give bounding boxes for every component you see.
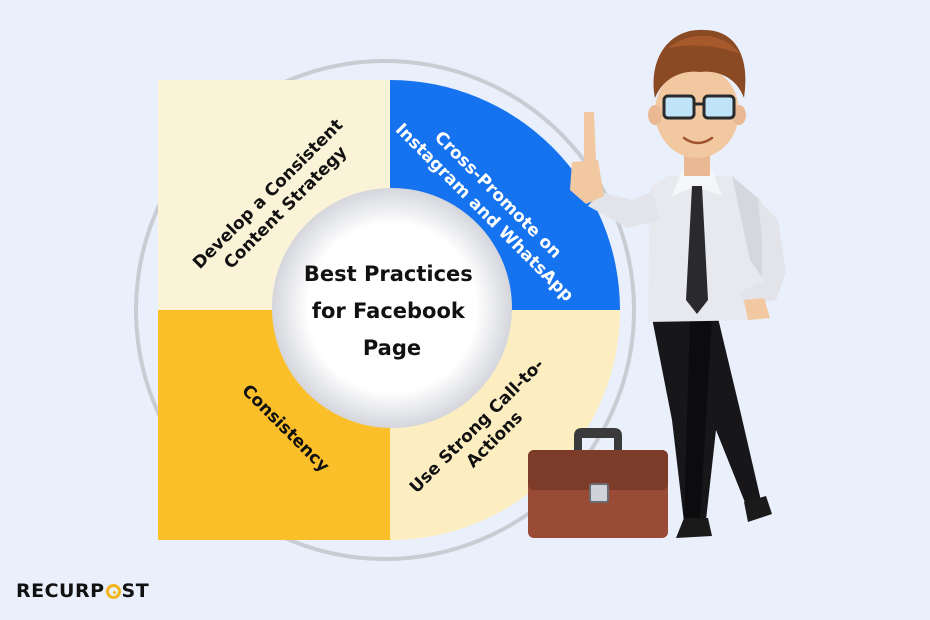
outer-ring xyxy=(134,59,636,561)
right-shoe xyxy=(744,496,772,522)
center-title-line-1: Best Practices xyxy=(304,262,473,286)
center-title-line-3: Page xyxy=(363,336,421,360)
center-circle xyxy=(272,188,512,428)
center-title: Best Practices for Facebook Page xyxy=(304,262,480,360)
left-ear xyxy=(648,105,662,125)
collar xyxy=(672,170,722,196)
briefcase-icon xyxy=(528,428,668,538)
brand-text-end: ST xyxy=(121,580,150,602)
center-title-line-2: for Facebook xyxy=(312,299,466,323)
face xyxy=(655,66,739,158)
smile xyxy=(682,136,714,145)
left-shoe xyxy=(676,518,712,538)
tie xyxy=(686,186,708,314)
left-arm xyxy=(588,192,660,228)
brand-o-icon xyxy=(105,583,121,599)
trousers xyxy=(652,318,762,522)
pointing-finger xyxy=(584,112,596,162)
right-arm xyxy=(740,200,786,306)
glasses-icon xyxy=(662,94,736,120)
businessman-illustration xyxy=(570,29,786,538)
brand-text-start: RECURP xyxy=(16,580,105,602)
brand-logo: RECURP ST xyxy=(16,580,149,602)
